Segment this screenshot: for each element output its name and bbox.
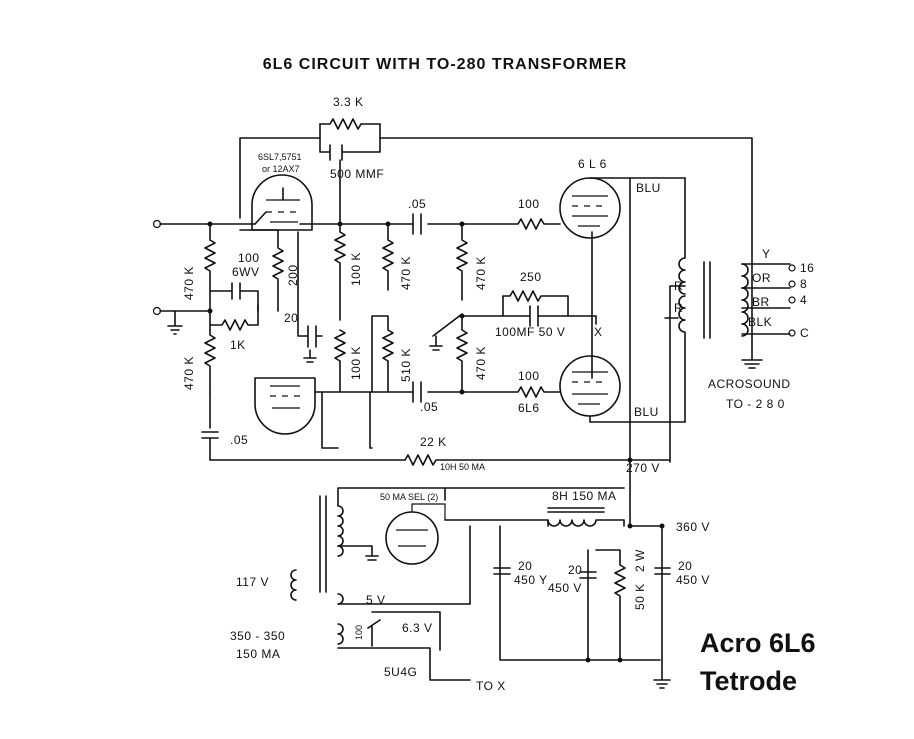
label-c20c-2: 450 V [676,573,710,587]
label-pot-100: 100 [354,625,364,640]
label-pt-350: 350 - 350 [230,629,285,643]
label-r50k-1: 50 K [633,583,647,610]
feedback-network [239,118,753,323]
brand-line-2: Tetrode [700,666,797,696]
label-cap-100: 100 [238,251,260,265]
label-pt-150ma: 150 MA [236,647,280,661]
label-6-3v: 6.3 V [402,621,433,635]
label-choke-8h: 8H 150 MA [552,489,617,503]
brand-line-1: Acro 6L6 [700,628,816,658]
resistor-470k-left-bot [204,310,216,393]
label-tap-c: C [800,326,809,340]
label-tap-4: 4 [800,293,807,307]
label-470k-top-right: 470 K [474,256,488,290]
resistor-100-grid-bot [511,386,561,398]
label-100k-bot: 100 K [349,346,363,380]
label-r-b: R [674,301,683,315]
label-tube-6l6-bot: 6L6 [518,401,540,415]
label-r-1k: 1K [230,338,246,352]
label-tube-6l6-top: 6 L 6 [578,157,607,171]
label-r-22k: 22 K [420,435,447,449]
label-r50k-2: 2 W [633,549,647,572]
label-tap-16: 16 [800,261,814,275]
bias-network [461,290,597,327]
label-510k: 510 K [399,348,413,382]
label-input-tube-2: or 12AX7 [262,164,300,174]
power-supply [290,487,671,689]
label-sec-br: BR [752,295,770,309]
label-cap-05-top: .05 [408,197,426,211]
label-cap-05-left: .05 [230,433,248,447]
label-r-a: R [674,279,683,293]
resistor-470k-bias [429,313,468,393]
label-choke-10h: 10H 50 MA [440,462,485,472]
label-r-3-3k: 3.3 K [333,95,364,109]
label-cap-05-bot: .05 [420,400,438,414]
label-tap-8: 8 [800,277,807,291]
label-blu-top: BLU [636,181,661,195]
output-tube-top [559,177,686,379]
label-c-bias: 100MF 50 V [495,325,565,339]
resistor-100k-bot [334,329,346,393]
label-r-200: 200 [286,264,300,286]
label-c20b-1: 20 [568,563,582,577]
label-c20c-1: 20 [678,559,692,573]
label-to-x: TO X [476,679,506,693]
label-r-100-bot: 100 [518,369,540,383]
resistor-470k-left-top [204,223,216,312]
label-470k-left-bot: 470 K [182,356,196,390]
label-r-250: 250 [520,270,542,284]
label-cap-20: 20 [284,311,298,325]
label-cap-6wv: 6WV [232,265,260,279]
label-100k-top: 100 K [349,252,363,286]
label-470k-top-left: 470 K [399,256,413,290]
label-270v: 270 V [626,461,660,475]
label-5v: 5 V [366,593,386,607]
label-blu-bot: BLU [634,405,659,419]
label-c20a-2: 450 Y [514,573,548,587]
cathode-network [209,282,259,331]
label-470k-bias: 470 K [474,346,488,380]
output-tube-bottom [559,355,686,423]
label-5u4g: 5U4G [384,665,417,679]
resistor-470k-top-right [456,223,468,301]
resistor-100-grid-top [509,218,561,230]
input-tube-bottom [254,377,316,435]
label-360v: 360 V [676,520,710,534]
output-transformer [664,177,796,463]
label-to-280: TO - 2 8 0 [726,397,785,411]
label-c-500mmf: 500 MMF [330,167,384,181]
label-sel: 50 MA SEL (2) [380,492,438,502]
label-sec-y: Y [762,247,771,261]
resistor-470k-top-left [382,223,394,291]
label-c20a-1: 20 [518,559,532,573]
resistor-100k-top [334,159,346,321]
label-470k-left-top: 470 K [182,266,196,300]
label-c20b-2: 450 V [548,581,582,595]
label-input-tube-1: 6SL7,5751 [258,152,302,162]
label-sec-or: OR [752,271,771,285]
cap-05-bot [412,381,422,403]
junction-dots [207,221,665,663]
label-sec-blk: BLK [748,315,772,329]
resistor-200 [239,229,323,363]
resistor-510k [371,315,394,393]
input-tube-top [251,174,313,231]
label-117v: 117 V [236,575,269,589]
label-r-100-top: 100 [518,197,540,211]
diagram-title: 6L6 CIRCUIT WITH TO-280 TRANSFORMER [263,56,628,73]
label-acrosound: ACROSOUND [708,377,791,391]
cap-05-top [412,213,422,235]
label-x: X [594,325,603,339]
